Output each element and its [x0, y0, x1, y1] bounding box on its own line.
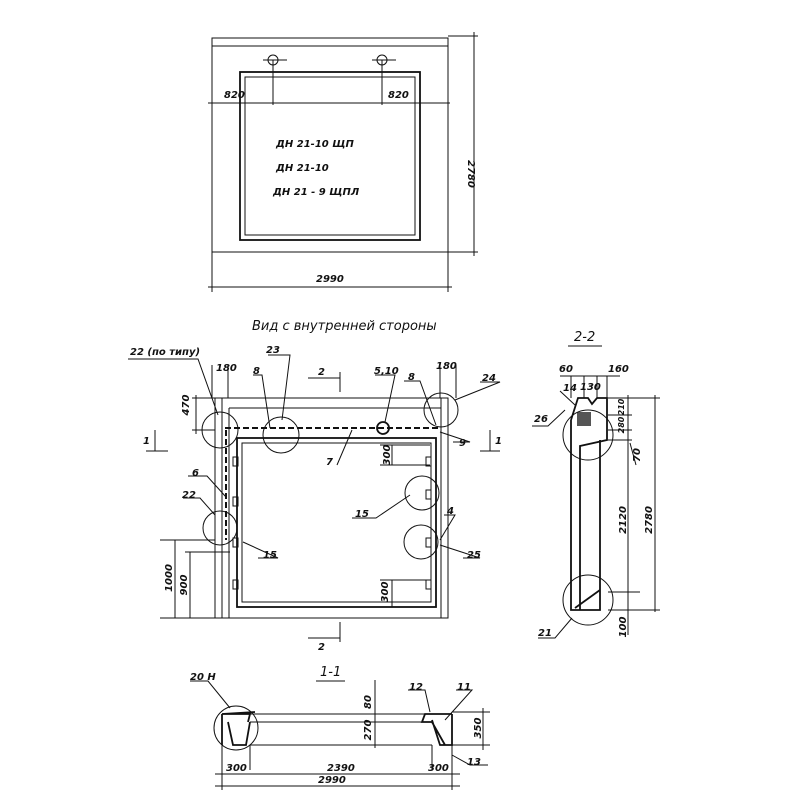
- section-2-2: 2-2 60 130 160 14 26 210 280 70 2120 278…: [532, 330, 660, 639]
- detail-circle-25: [403, 524, 439, 560]
- dim-2780: 2780: [644, 506, 655, 534]
- panel-outline: [211, 37, 449, 253]
- label-14: 14: [563, 383, 577, 394]
- section-mark-2-bottom: 2: [318, 642, 325, 653]
- dim-820-left: 820: [224, 90, 245, 101]
- section-1-1-title: 1-1: [320, 665, 341, 680]
- dim-300-bottom: 300: [380, 582, 391, 603]
- window-opening: [236, 437, 437, 608]
- section-mark-2-top: 2: [318, 367, 325, 378]
- label-13: 13: [467, 757, 481, 768]
- dim-100: 100: [618, 617, 629, 638]
- window-opening: [239, 71, 421, 241]
- dim-470: 470: [181, 395, 192, 417]
- label-9: 9: [459, 438, 466, 449]
- label-4: 4: [446, 506, 454, 517]
- inner-view-title: Вид с внутренней стороны: [252, 319, 437, 334]
- detail-circle-24: [423, 392, 459, 428]
- label-6: 6: [192, 468, 199, 479]
- dim-2990: 2990: [316, 274, 344, 285]
- dim-820-right: 820: [388, 90, 409, 101]
- detail-circle-15: [404, 475, 440, 511]
- section-2-2-title: 2-2: [574, 330, 595, 345]
- dim-2780: 2780: [465, 160, 476, 188]
- label-26: 26: [534, 414, 548, 425]
- dim-130: 130: [580, 382, 601, 393]
- label-22-typ: 22 (по типу): [130, 347, 200, 358]
- label-8-left: 8: [253, 366, 260, 377]
- label-15-left: 15: [263, 550, 277, 561]
- dim-60: 60: [559, 364, 573, 375]
- label-15-right: 15: [355, 509, 369, 520]
- top-view: 820 820 ДН 21-10 ЩП ДН 21-10 ДН 21 - 9 Щ…: [208, 32, 478, 292]
- dim-180-left: 180: [216, 363, 237, 374]
- dim-70: 70: [632, 448, 643, 462]
- dim-210: 210: [617, 398, 626, 415]
- embedded-conduit: [225, 427, 440, 540]
- detail-circle-26: [562, 409, 614, 461]
- label-12: 12: [409, 682, 423, 693]
- dim-2120: 2120: [618, 506, 629, 534]
- anchor-plates: [232, 456, 432, 590]
- section-mark-1-left: 1: [143, 436, 150, 447]
- dim-1000: 1000: [164, 564, 175, 592]
- dim-300-right: 300: [428, 763, 449, 774]
- dim-350: 350: [473, 718, 484, 739]
- insulation-hatch: [577, 412, 591, 426]
- detail-circle-21: [562, 574, 614, 626]
- dim-280: 280: [617, 416, 626, 433]
- dim-270: 270: [363, 720, 374, 741]
- label-23: 23: [266, 345, 280, 356]
- section-mark-1-right: 1: [495, 436, 502, 447]
- label-11: 11: [457, 682, 471, 693]
- label-25: 25: [467, 550, 481, 561]
- socket-5-10: [376, 421, 390, 435]
- label-22: 22: [182, 490, 196, 501]
- dim-2390: 2390: [327, 763, 355, 774]
- dim-180-right: 180: [436, 361, 457, 372]
- dim-300-top: 300: [382, 445, 393, 466]
- dim-160: 160: [608, 364, 629, 375]
- lifting-hole-left: [263, 54, 287, 105]
- detail-circle-22: [202, 510, 238, 546]
- section-1-1: 1-1 20 Н 12 11 80 270 350 300 2390 300 2…: [190, 665, 490, 790]
- detail-circle-20h: [213, 705, 259, 751]
- label-20h: 20 Н: [190, 672, 216, 683]
- inner-view: Вид с внутренней стороны 22 (по типу) 18…: [128, 319, 502, 653]
- lifting-hole-right: [372, 54, 396, 105]
- dim-80: 80: [363, 695, 374, 709]
- mark-3: ДН 21 - 9 ЩПЛ: [272, 187, 360, 198]
- mark-1: ДН 21-10 ЩП: [275, 139, 354, 150]
- detail-circle-23: [262, 416, 300, 454]
- label-21: 21: [538, 628, 552, 639]
- dim-300-left: 300: [226, 763, 247, 774]
- dim-2990: 2990: [318, 775, 346, 786]
- label-5-10: 5,10: [374, 366, 399, 377]
- panel-outline: [214, 397, 449, 619]
- dim-900: 900: [179, 575, 190, 596]
- label-24: 24: [482, 373, 496, 384]
- mark-2: ДН 21-10: [275, 163, 329, 174]
- label-8-right: 8: [408, 372, 415, 383]
- label-7: 7: [326, 457, 333, 468]
